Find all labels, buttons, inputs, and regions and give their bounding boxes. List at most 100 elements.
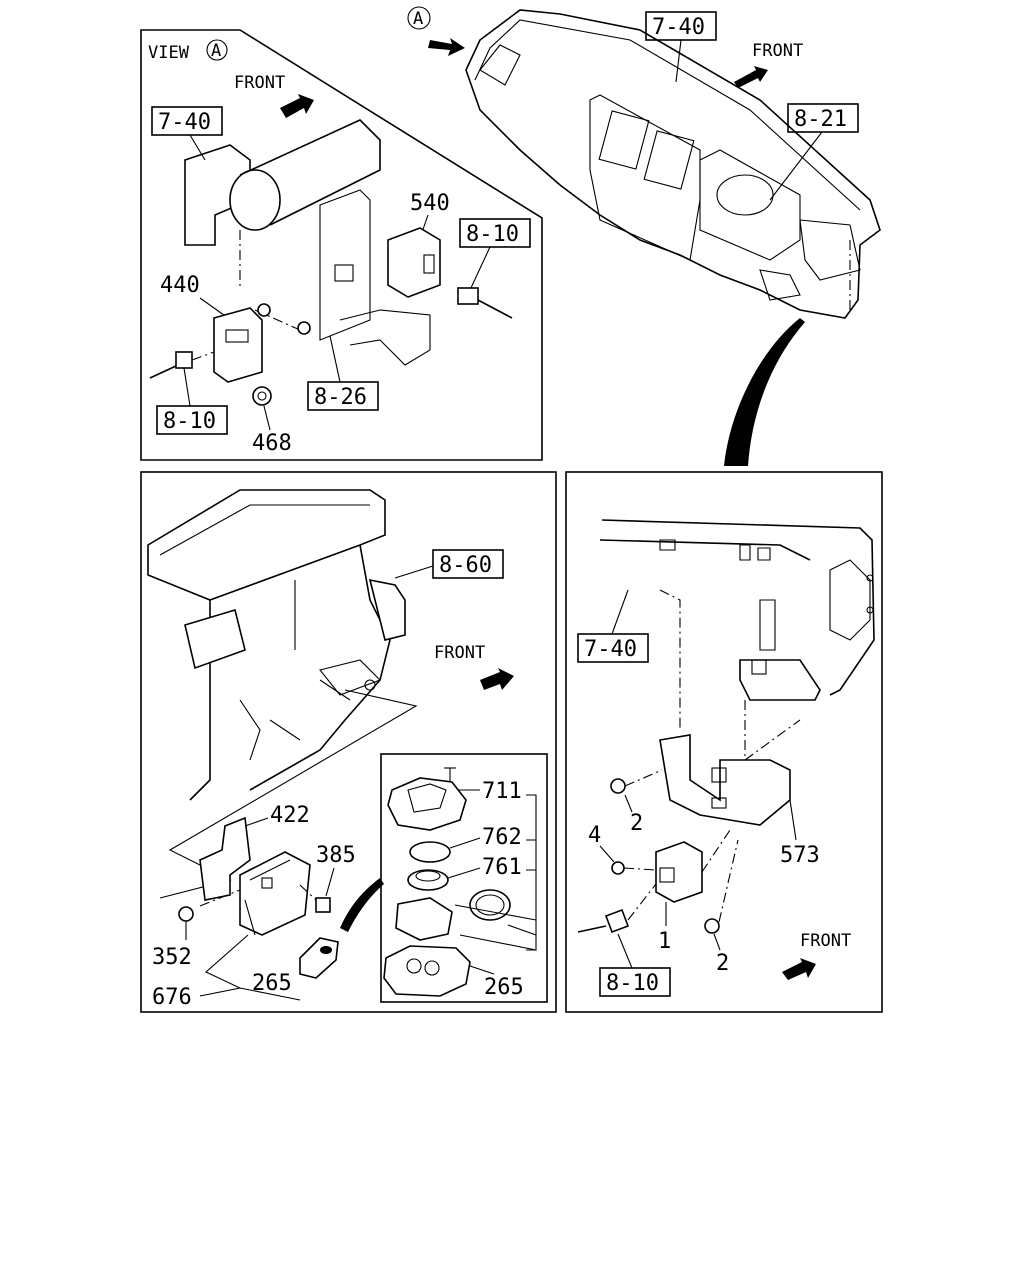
front-arrow-view-a	[280, 94, 314, 118]
leader-8-21	[769, 131, 823, 201]
key-fob-265	[299, 937, 339, 979]
part-265: 265	[252, 971, 292, 996]
gauge-dial	[716, 174, 774, 216]
view-a-title-marker: A	[211, 41, 221, 61]
ref-box-8-21	[787, 103, 859, 133]
ref-box-8-10-lower	[156, 405, 228, 435]
view-a-marker: A	[413, 9, 423, 29]
module-540	[387, 227, 441, 298]
ref-8-10-lower: 8-10	[163, 409, 216, 434]
bolt-2-lower	[704, 918, 720, 934]
center-vent-right	[643, 130, 695, 190]
ref-8-60: 8-60	[439, 553, 492, 578]
heater-mount-pad	[319, 659, 381, 696]
bracket-panel: 7-40 573 2 4 1 2 8-10	[565, 471, 883, 1013]
heater-ribs	[239, 679, 351, 761]
upper-bracket	[739, 659, 821, 701]
leader-7-40-view-a	[189, 134, 206, 161]
leader-8-10-bracket	[617, 933, 633, 969]
part-573: 573	[780, 843, 820, 868]
key-fob-button	[320, 946, 332, 954]
wire-bracket	[577, 925, 607, 933]
screw-385	[315, 897, 331, 913]
part-676: 676	[152, 985, 192, 1010]
ref-7-40-top: 7-40	[652, 15, 705, 40]
heater-panel: 8-60 FRONT 422 385 352 265 676	[140, 471, 557, 1013]
leader-7-40-top	[675, 39, 682, 83]
gasket-ring-inner	[475, 894, 505, 916]
nut-468-hole	[257, 391, 267, 401]
fob-bottom-case	[383, 945, 471, 997]
front-label-top: FRONT	[752, 41, 803, 61]
fob-top-cover	[387, 777, 467, 831]
screw-352	[178, 906, 194, 922]
part-4: 4	[588, 823, 601, 848]
connector-bracket	[604, 908, 630, 934]
ref-box-8-60	[432, 549, 504, 579]
bolt-2-upper-axis	[624, 769, 663, 787]
view-a-frame	[140, 29, 543, 461]
front-label-bracket: FRONT	[800, 931, 851, 951]
upper-bracket-slot	[751, 659, 767, 675]
bracket-573	[659, 734, 791, 826]
bracket-foot	[339, 309, 431, 366]
holder-761-inner	[415, 870, 441, 882]
bracket-573-tab	[711, 797, 727, 809]
leader-2-upper	[624, 794, 633, 813]
bolt-2-lower-axis	[718, 839, 739, 923]
nut-468	[252, 386, 272, 406]
leader-468	[263, 405, 271, 431]
view-a-title-circle	[206, 39, 228, 61]
part-422: 422	[270, 803, 310, 828]
part-762: 762	[482, 825, 522, 850]
holder-761	[407, 869, 449, 891]
heater-top-ridge	[159, 504, 370, 556]
part-2-upper: 2	[630, 811, 643, 836]
part-540: 540	[410, 191, 450, 216]
part-385: 385	[316, 843, 356, 868]
part-440: 440	[160, 273, 200, 298]
heater-bracket	[184, 608, 246, 670]
front-arrow-bracket	[782, 958, 816, 980]
module-676-led	[261, 877, 273, 889]
bracket-frame	[565, 471, 883, 1013]
heater-frame	[140, 471, 557, 1013]
bolt-upper	[257, 303, 271, 317]
leader-7-40-bracket	[611, 589, 629, 635]
bolt-lower	[297, 321, 311, 335]
ref-box-7-40-view-a	[151, 106, 223, 136]
crossbar-end	[229, 169, 281, 231]
mount-slot	[334, 264, 354, 282]
front-arrow-heater	[480, 668, 514, 690]
view-a-title: VIEW	[148, 43, 190, 63]
fob-top-window	[407, 783, 447, 813]
bracket-573-slot	[711, 767, 727, 783]
front-label-heater: FRONT	[434, 643, 485, 663]
relay-axis	[701, 829, 731, 873]
part-711: 711	[482, 779, 522, 804]
heater-top	[147, 489, 386, 601]
heater-mount-hole	[364, 679, 376, 691]
dashboard-outline	[465, 9, 881, 319]
leader-676	[199, 934, 301, 1001]
ref-8-10-bracket: 8-10	[606, 971, 659, 996]
relay-1-socket	[659, 867, 675, 883]
ref-8-21: 8-21	[794, 107, 847, 132]
ref-box-7-40-bracket	[577, 633, 649, 663]
leader-8-26	[329, 335, 341, 383]
part-2-lower: 2	[716, 951, 729, 976]
screw-385-axis	[299, 884, 317, 901]
dashboard-top-edge	[474, 19, 861, 211]
connector-curve-arrow	[724, 318, 805, 466]
center-vent-left	[598, 110, 650, 170]
screw-352-axis	[199, 889, 241, 907]
gauge-cluster	[699, 149, 801, 261]
bolt-4-axis	[623, 867, 657, 871]
module-440-socket	[225, 329, 249, 343]
ref-box-8-10-bracket	[599, 967, 671, 997]
module-676-detail	[244, 859, 291, 936]
ref-box-8-10-upper	[459, 218, 531, 248]
dashboard-overview: A 7-40 FRONT 8-21	[407, 6, 881, 466]
view-a-arrow	[428, 38, 465, 56]
leader-4	[599, 845, 615, 863]
